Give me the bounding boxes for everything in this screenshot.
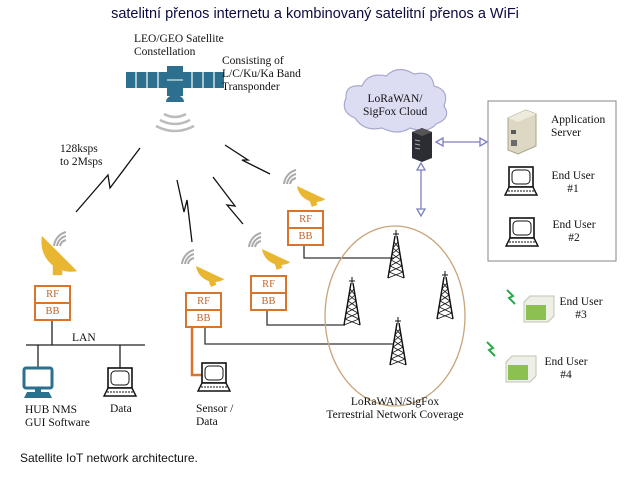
server-icon <box>412 128 432 162</box>
end-user-2-laptop-icon <box>505 217 539 247</box>
backhaul-line <box>303 240 394 259</box>
wireless-link <box>224 144 271 175</box>
terminal-rf-bb-unit: RF BB <box>185 292 222 328</box>
coverage-area <box>324 225 466 407</box>
data-laptop-icon <box>103 367 137 397</box>
wireless-link <box>176 179 193 243</box>
terminal-dish-icon <box>283 169 327 210</box>
tower-icon <box>389 316 407 366</box>
application-server-label: Application Server <box>551 114 606 139</box>
wireless-link <box>212 176 244 225</box>
tower-icon <box>436 270 454 320</box>
hub-dish-icon <box>41 231 78 276</box>
end-user-4-label: End User #4 <box>544 356 588 381</box>
end-user-3-label: End User #3 <box>559 296 603 321</box>
terminal-rf-bb-unit: RF BB <box>287 210 324 246</box>
backhaul-line <box>266 306 345 326</box>
hub-rf-bb-unit: RF BB <box>34 285 71 321</box>
hub-nms-monitor-icon <box>22 366 54 398</box>
end-user-2-label: End User #2 <box>552 219 596 244</box>
end-user-1-laptop-icon <box>504 166 538 196</box>
figure-caption: Satellite IoT network architecture. <box>20 451 198 465</box>
terminal-dish-icon <box>248 232 292 273</box>
tower-icon <box>387 229 405 279</box>
end-user-4-device-icon <box>505 355 537 383</box>
tower-icon <box>343 276 361 326</box>
cloud-to-coverage-arrow <box>415 161 427 218</box>
page-title: satelitní přenos internetu a kombinovaný… <box>111 6 519 22</box>
wireless-link <box>75 147 141 213</box>
wireless-green-icon <box>486 341 496 357</box>
sensor-laptop-icon <box>197 362 231 392</box>
end-user-1-label: End User #1 <box>551 170 595 195</box>
terminal-dish-icon <box>181 249 226 290</box>
data-label: Data <box>110 403 132 415</box>
end-user-3-device-icon <box>523 295 555 323</box>
cloud-to-panel-arrow <box>434 136 489 148</box>
data-rate-label: 128ksps to 2Msps <box>60 143 103 168</box>
cloud-icon <box>343 68 448 133</box>
application-server-icon <box>507 109 537 155</box>
sensor-link <box>190 315 202 377</box>
cloud-label: LoRaWAN/ SigFox Cloud <box>363 93 428 118</box>
coverage-label: LoRaWAN/SigFox Terrestrial Network Cover… <box>326 396 464 421</box>
hub-nms-label: HUB NMS GUI Software <box>25 404 90 429</box>
lan-label: LAN <box>72 332 96 344</box>
terminal-rf-bb-unit: RF BB <box>250 275 287 311</box>
backhaul-line <box>204 322 393 345</box>
satellite-icon <box>126 66 224 133</box>
satellite-label: LEO/GEO Satellite Constellation <box>134 33 224 58</box>
transponder-label: Consisting of L/C/Ku/Ka Band Transponder <box>222 55 301 93</box>
sensor-label: Sensor / Data <box>196 403 234 428</box>
wireless-green-icon <box>506 289 516 305</box>
